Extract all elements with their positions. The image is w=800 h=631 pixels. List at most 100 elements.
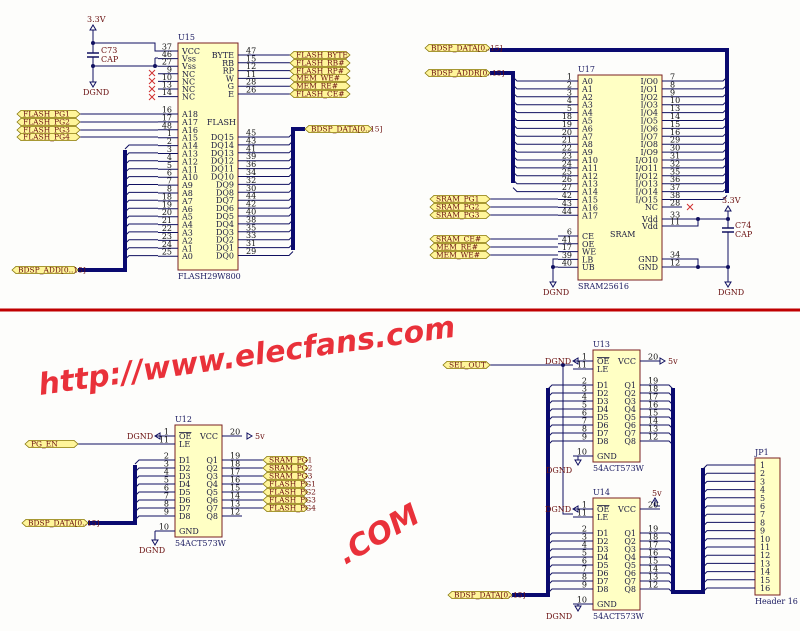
pin-name: A18 [181, 110, 198, 119]
pin-number: 28 [670, 199, 680, 208]
pin-number: 2 [164, 452, 169, 461]
pin-number: 41 [562, 235, 572, 244]
header-part-name: Header 16 [755, 597, 798, 606]
pin-number: 12 [670, 259, 680, 268]
pin-number: 3 [760, 477, 765, 486]
wire [512, 179, 558, 185]
wire [134, 491, 155, 497]
pin-number: 43 [246, 136, 256, 145]
pin-number: 6 [167, 169, 172, 178]
pin-name: A6 [181, 205, 193, 214]
pin-name: A7 [181, 197, 193, 206]
wire [682, 124, 728, 129]
chip-body [592, 349, 641, 463]
pin-number: 13 [648, 573, 658, 582]
flag-shape [16, 132, 81, 142]
pin-name: Vdd [641, 215, 658, 224]
pin-number: 14 [230, 492, 240, 501]
pin-name: LE [597, 513, 608, 522]
net-flag: SRAM_PG1 [262, 456, 312, 465]
pin-number: 20 [162, 208, 172, 217]
pin-number: 1 [167, 129, 172, 138]
power-label: 5v [668, 357, 678, 366]
pin-name: Q8 [624, 585, 636, 594]
pin-name: I/O15 [635, 196, 658, 205]
wire [682, 147, 728, 153]
pin-number: 18 [648, 533, 658, 542]
net-flag: PG_EN [24, 440, 79, 449]
pin-number: 44 [246, 192, 256, 201]
net-flag: FLASH_PG2 [16, 118, 81, 127]
pin-number: 9 [670, 88, 675, 97]
wire [124, 223, 158, 229]
wire [512, 187, 558, 193]
flag-label: SRAM_PG2 [269, 464, 313, 473]
pin-number: 15 [230, 484, 240, 493]
pin-number: 21 [562, 136, 572, 145]
flag-shape [429, 234, 491, 244]
power-arrow-icon [659, 357, 666, 365]
pin-name: Q4 [624, 405, 636, 414]
net-flag: FLASH_PG4 [262, 504, 316, 513]
flag-shape [424, 69, 491, 77]
pin-name: A6 [581, 124, 593, 133]
wire [682, 84, 728, 90]
net-flag: SRAM_CE# [429, 234, 491, 244]
pin-number: 26 [562, 175, 572, 184]
flag-label: BDSP_DATA[0..15] [431, 44, 502, 53]
ground-icon [89, 81, 97, 88]
wire [682, 92, 728, 98]
pin-name: VCC [617, 505, 636, 514]
net-flag: SRAM_PG3 [429, 211, 491, 220]
power-arrow-icon [246, 432, 253, 440]
flag-label: SRAM_CE# [436, 235, 481, 244]
wire [547, 588, 573, 594]
pin-number: 21 [162, 216, 172, 225]
pin-name: Q1 [624, 529, 636, 538]
power-arrow-icon [89, 24, 97, 31]
wire [258, 140, 294, 146]
pin-name: Q5 [206, 488, 218, 497]
pin-name: A3 [181, 229, 193, 238]
pin-name: E [228, 90, 234, 99]
power-arrow-icon [651, 497, 659, 506]
pin-name: RP [223, 67, 235, 76]
pin-number: 15 [760, 576, 770, 585]
pin-number: 44 [562, 207, 572, 216]
wire [124, 239, 158, 245]
no-connect-icon [148, 85, 156, 93]
pin-name: A14 [181, 142, 198, 151]
flag-shape [262, 479, 309, 489]
wire [512, 163, 558, 169]
junction-dot [726, 217, 730, 221]
pin-number: 2 [167, 137, 172, 146]
flag-label: FLASH_PG1 [269, 480, 316, 489]
pin-name: DQ1 [216, 244, 234, 253]
power-label: 5v [652, 489, 662, 498]
wire [547, 564, 573, 570]
flag-label: BDSP_DATA[0..15] [311, 125, 382, 134]
ground-label: DGND [545, 357, 571, 366]
pin-name: Q6 [624, 569, 636, 578]
flag-shape [16, 118, 81, 126]
pin-number: 45 [246, 129, 256, 138]
wire [124, 215, 158, 221]
pin-name: D1 [597, 529, 609, 538]
pin-number: 13 [162, 81, 172, 90]
pin-number: 14 [670, 112, 680, 121]
pin-name: Q2 [206, 464, 218, 473]
pin-number: 11 [159, 436, 169, 445]
pin-name: DQ8 [216, 188, 234, 197]
pin-name: OE [582, 240, 595, 249]
capacitor-ref: C73 [101, 46, 117, 55]
pin-name: UB [582, 263, 595, 272]
flag-shape [429, 250, 491, 260]
pin-name: A2 [581, 93, 593, 102]
pin-name: DQ10 [211, 173, 234, 182]
pin-number: 5 [760, 494, 765, 503]
flag-shape [424, 44, 491, 52]
wire [660, 384, 674, 390]
pin-number: 20 [648, 353, 658, 362]
